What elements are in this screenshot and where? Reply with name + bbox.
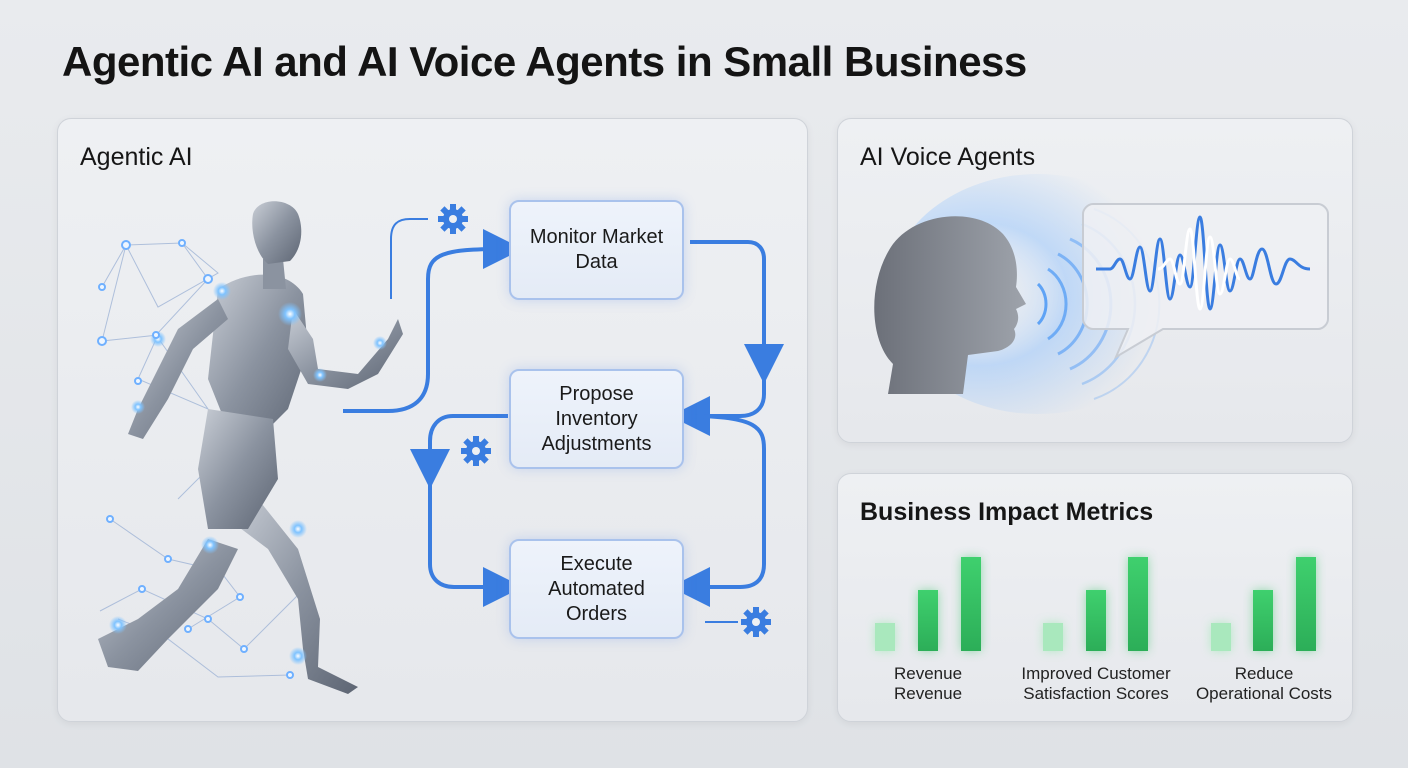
robot-figure-icon: [98, 201, 403, 694]
gear-icon: [438, 204, 468, 234]
metric-bar: [918, 590, 938, 651]
metric-bar: [1253, 590, 1273, 651]
metric-label-revenue: Revenue Revenue: [858, 664, 998, 704]
step-propose-inventory-adjustments: Propose Inventory Adjustments: [509, 369, 684, 469]
metric-bars-group-costs: [1211, 557, 1316, 651]
metric-bar: [1296, 557, 1316, 651]
metric-label-line2: Satisfaction Scores: [1023, 684, 1169, 703]
agentic-ai-title: Agentic AI: [80, 143, 193, 171]
metric-label-satisfaction: Improved Customer Satisfaction Scores: [1006, 664, 1186, 704]
agentic-ai-panel: Agentic AI: [57, 118, 808, 722]
flow-arrow-right-up: [670, 364, 766, 436]
metric-bar: [875, 623, 895, 651]
gear-icon: [461, 436, 491, 466]
network-nodes: [97, 239, 294, 679]
metrics-bars: [875, 557, 1316, 651]
waveform-white: [1157, 227, 1241, 311]
ai-voice-agents-title: AI Voice Agents: [860, 143, 1036, 171]
metric-bars-group-satisfaction: [1043, 557, 1148, 651]
metric-label-line2: Revenue: [893, 684, 963, 703]
gear-connector-top: [390, 218, 428, 299]
metric-bar: [1211, 623, 1231, 651]
step-monitor-market-data: Monitor Market Data: [509, 200, 684, 300]
flow-arrow-left-lower: [410, 414, 508, 489]
ai-voice-agents-panel: AI Voice Agents: [837, 118, 1353, 443]
metric-label-line1: Reduce: [1234, 664, 1294, 683]
metric-bars-group-revenue: [875, 557, 981, 651]
agentic-diagram: [97, 201, 784, 694]
voice-illustration: [874, 174, 1329, 414]
flow-arrow-right-lower: [670, 414, 766, 607]
main-title: Agentic AI and AI Voice Agents in Small …: [62, 38, 1027, 85]
business-impact-metrics-panel: Business Impact Metrics: [837, 473, 1353, 722]
metric-label-line1: Revenue: [893, 664, 963, 683]
metric-label-costs: Reduce Operational Costs: [1184, 664, 1344, 704]
flow-arrow-right-down: [690, 240, 784, 384]
hand-connector: [343, 229, 523, 413]
metric-bar: [1086, 590, 1106, 651]
flow-arrow-left-up: [428, 479, 523, 607]
metric-label-line1: Improved Customer: [1021, 664, 1171, 683]
gear-icon: [741, 607, 771, 637]
metric-bar: [1043, 623, 1063, 651]
step-execute-automated-orders: Execute Automated Orders: [509, 539, 684, 639]
business-impact-metrics-title: Business Impact Metrics: [860, 498, 1154, 526]
waveform-blue: [1096, 215, 1311, 311]
metric-bar: [1128, 557, 1148, 651]
metric-bar: [961, 557, 981, 651]
head-silhouette-icon: [874, 216, 1026, 394]
metric-label-line2: Operational Costs: [1195, 684, 1333, 703]
